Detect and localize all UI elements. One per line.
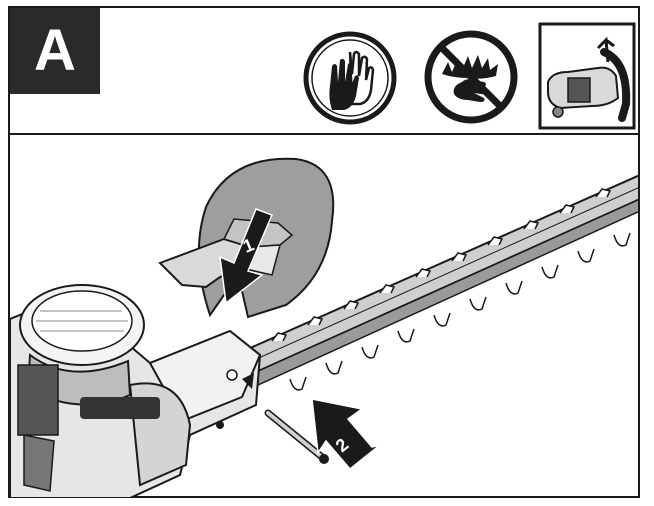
panel-label-box: A <box>10 8 100 94</box>
no-touch-blade-icon <box>424 30 518 124</box>
step-1-arrow: 1 <box>219 208 273 305</box>
step-2-arrow: 2 <box>311 398 381 471</box>
panel-label: A <box>34 18 76 83</box>
hedge-trimmer-handle-detail-icon <box>538 22 636 130</box>
instruction-panel: A <box>8 6 640 498</box>
hedge-trimmer-illustration: 1 2 <box>10 157 638 498</box>
wear-gloves-icon <box>303 31 397 125</box>
pin-bolt <box>264 409 329 464</box>
panel-header: A <box>10 8 638 135</box>
trimmer-body <box>10 284 262 498</box>
cutting-blade <box>246 174 638 391</box>
illustration-area: 1 2 <box>10 135 638 498</box>
